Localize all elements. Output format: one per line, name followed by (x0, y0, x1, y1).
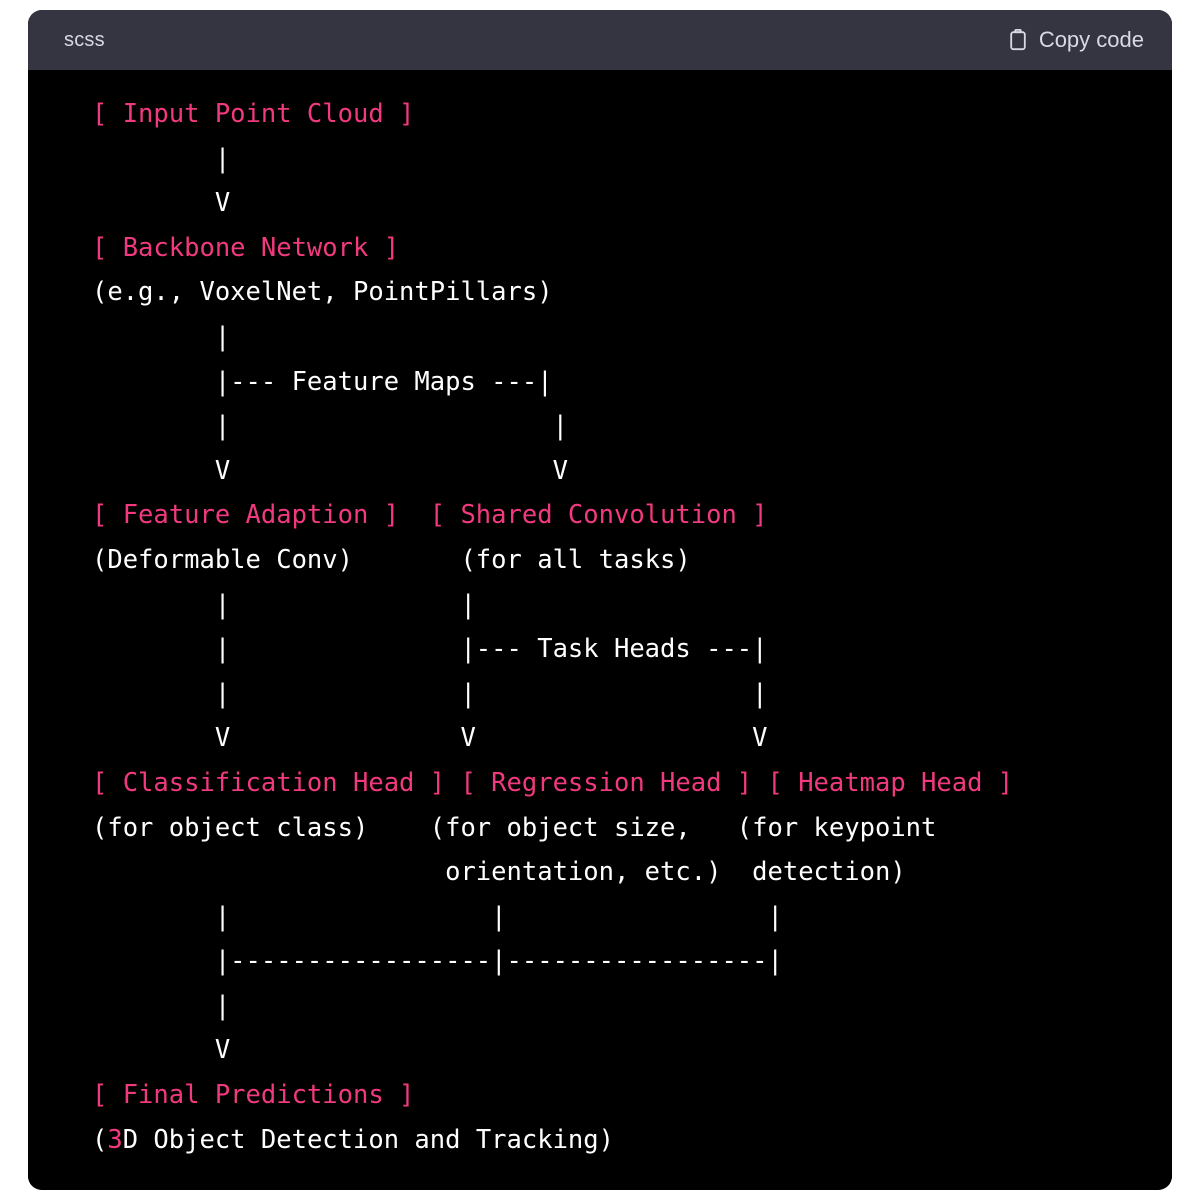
code-line: [ Backbone Network ] (92, 233, 399, 263)
code-token: | (92, 321, 231, 352)
code-block-body: [ Input Point Cloud ] | V [ Backbone Net… (28, 70, 1172, 1190)
code-token: V (92, 1035, 231, 1066)
code-token: [ Classification Head ] [ Regression Hea… (92, 767, 1014, 798)
code-block-header: scss Copy code (28, 10, 1172, 70)
code-line: (e.g., VoxelNet, PointPillars) (92, 277, 553, 307)
code-block: scss Copy code [ Input Point Cloud ] | V… (28, 10, 1172, 1190)
code-line: | (92, 144, 230, 174)
code-token: (e.g., VoxelNet, PointPillars) (92, 277, 553, 308)
code-line: | (92, 991, 230, 1021)
code-token: | | (92, 589, 476, 620)
code-line: (for object class) (for object size, (fo… (92, 813, 936, 843)
code-line: |--- Feature Maps ---| (92, 367, 553, 397)
code-token: |--- Feature Maps ---| (92, 366, 553, 397)
code-token: | (92, 143, 231, 174)
code-line: | |--- Task Heads ---| (92, 634, 768, 664)
code-line: V (92, 1035, 230, 1065)
code-token: (Deformable Conv) (for all tasks) (92, 544, 691, 575)
code-token: 3 (107, 1124, 123, 1155)
copy-code-button[interactable]: Copy code (1001, 23, 1150, 57)
code-token: [ Feature Adaption ] [ Shared Convolutio… (92, 500, 768, 531)
code-line: [ Feature Adaption ] [ Shared Convolutio… (92, 500, 768, 530)
code-line: V (92, 188, 230, 218)
code-line: (Deformable Conv) (for all tasks) (92, 545, 691, 575)
code-token: |-----------------|-----------------| (92, 946, 783, 977)
code-token: (for object class) (for object size, (fo… (92, 812, 937, 843)
code-line: | (92, 322, 230, 352)
code-line: [ Input Point Cloud ] (92, 99, 414, 129)
code-token: [ Input Point Cloud ] (92, 99, 415, 129)
code-token: [ Final Predictions ] (92, 1080, 415, 1111)
code-line: orientation, etc.) detection) (92, 857, 906, 887)
copy-code-label: Copy code (1038, 27, 1144, 52)
code-line: | | (92, 590, 476, 620)
code-line: |-----------------|-----------------| (92, 946, 783, 976)
code-line: V V V (92, 723, 768, 753)
code-language-label: scss (64, 28, 105, 51)
code-token: orientation, etc.) detection) (92, 857, 906, 888)
code-line: [ Final Predictions ] (92, 1080, 414, 1110)
code-line: | | (92, 411, 568, 441)
code-token: | (92, 990, 231, 1021)
code-token: [ Backbone Network ] (92, 232, 400, 263)
code-line: V V (92, 456, 568, 486)
code-token: | | | (92, 901, 783, 932)
code-token: | | | (92, 678, 768, 709)
code-token: V V (92, 455, 568, 486)
clipboard-icon (1007, 28, 1029, 52)
code-token: D Object Detection and Tracking) (122, 1124, 614, 1155)
code-line: | | | (92, 902, 783, 932)
code-token: V (92, 188, 231, 219)
code-token: ( (92, 1124, 108, 1155)
code-token: | |--- Task Heads ---| (92, 634, 768, 665)
code-line: | | | (92, 679, 768, 709)
code-line: [ Classification Head ] [ Regression Hea… (92, 768, 1013, 798)
code-line: (3D Object Detection and Tracking) (92, 1125, 614, 1155)
code-content[interactable]: [ Input Point Cloud ] | V [ Backbone Net… (28, 92, 1172, 1162)
code-token: V V V (92, 723, 768, 754)
code-token: | | (92, 411, 568, 442)
